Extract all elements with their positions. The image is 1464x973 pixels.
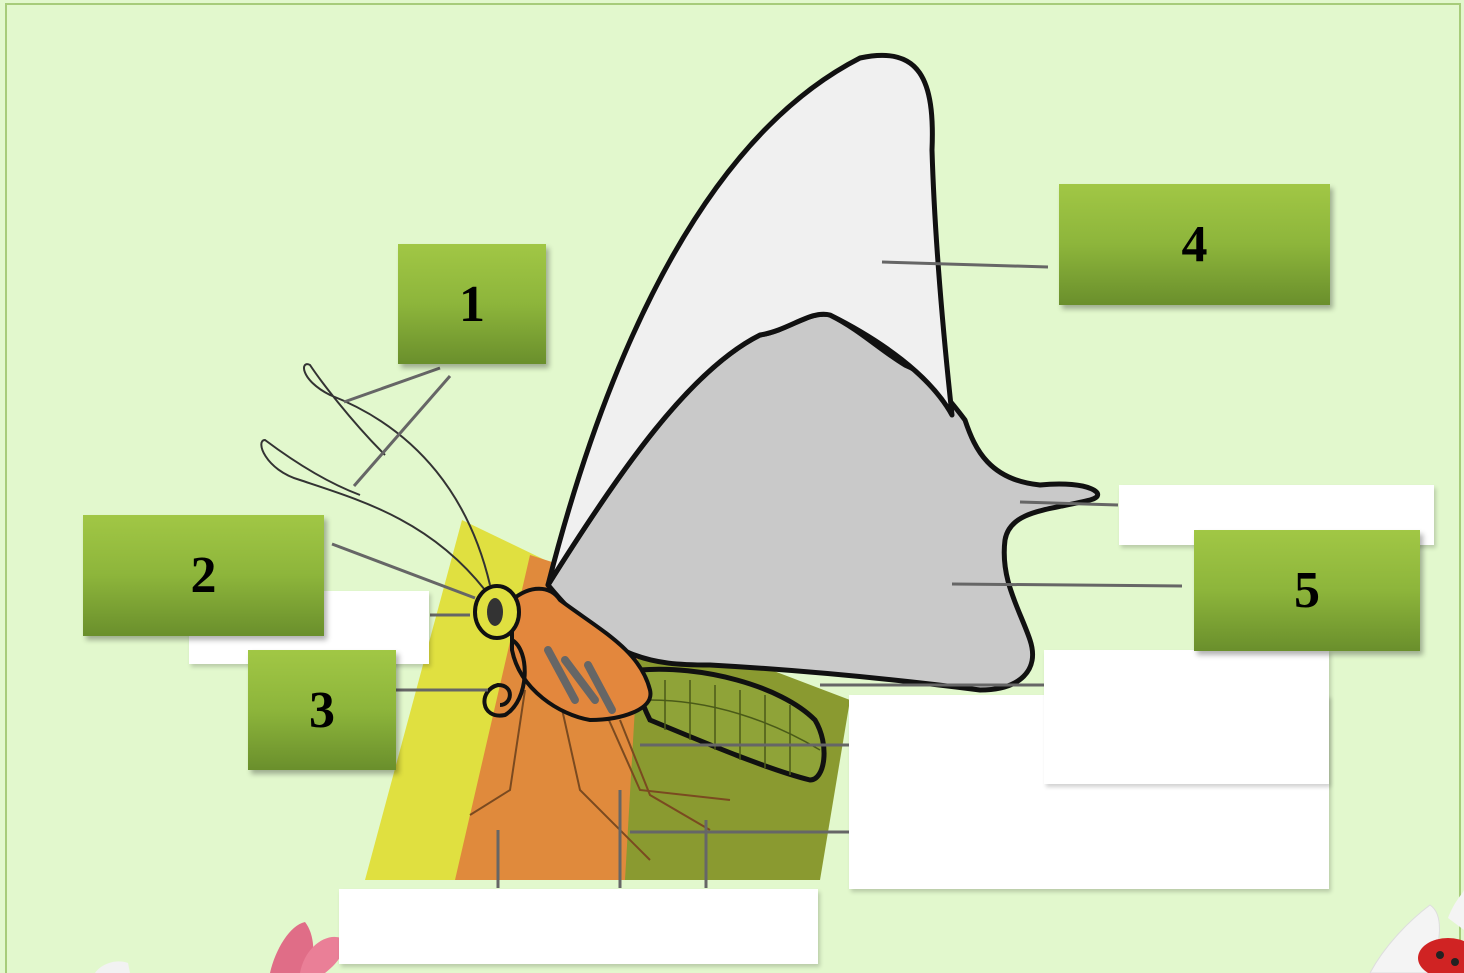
label-5[interactable]: 5 <box>1194 530 1420 651</box>
flower-decoration-icon <box>95 922 345 973</box>
label-5-text: 5 <box>1294 561 1320 620</box>
ladybug-icon <box>1370 890 1464 973</box>
label-2-text: 2 <box>191 546 217 605</box>
label-1-text: 1 <box>459 275 485 334</box>
label-1[interactable]: 1 <box>398 244 546 364</box>
label-4-text: 4 <box>1182 215 1208 274</box>
label-3-text: 3 <box>309 681 335 740</box>
eye <box>487 598 503 626</box>
label-2[interactable]: 2 <box>83 515 324 636</box>
label-4[interactable]: 4 <box>1059 184 1330 305</box>
answer-box-segments[interactable] <box>339 889 818 964</box>
label-3[interactable]: 3 <box>248 650 396 770</box>
answer-box-hindwing[interactable] <box>1044 650 1329 784</box>
